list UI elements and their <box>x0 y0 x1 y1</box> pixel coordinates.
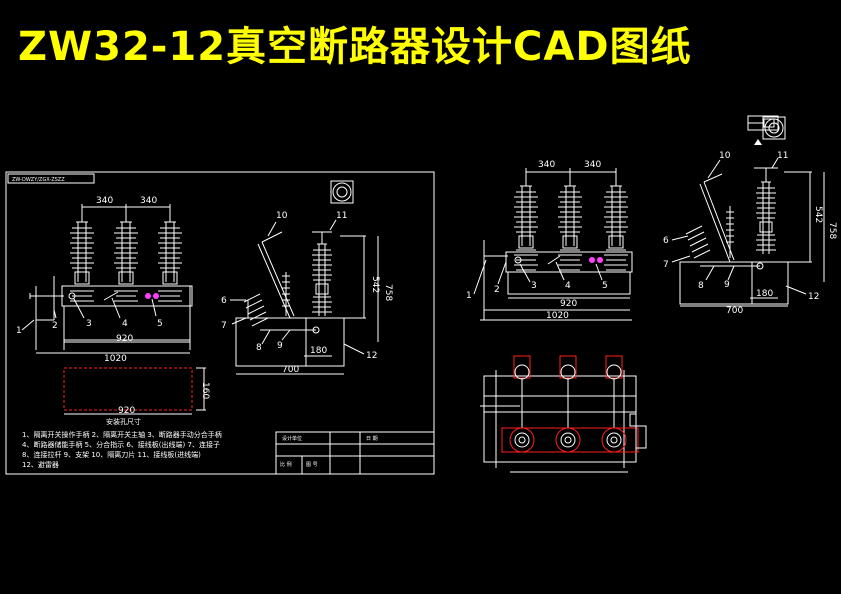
left-callout-3: 3 <box>86 319 92 329</box>
left-callout-10: 10 <box>276 211 288 221</box>
left-callout-12: 12 <box>366 351 377 361</box>
left-dim-1020: 1020 <box>104 354 127 364</box>
left-dim-180: 180 <box>310 346 327 356</box>
right-dim-180: 180 <box>756 289 773 299</box>
left-sheet: ZW-DWZY/ZGX-ZSZZ <box>5 171 435 475</box>
right-dim-700: 700 <box>726 306 743 316</box>
legend-line: 1、隔离开关操作手柄 2、隔离开关主轴 3、断路器手动分合手柄 <box>22 430 222 439</box>
left-sheet-tag-box <box>7 173 95 184</box>
left-dim-758: 758 <box>383 284 393 301</box>
right-dim-920: 920 <box>560 299 577 309</box>
right-dim-340b: 340 <box>584 160 601 170</box>
right-callout-3: 3 <box>531 281 537 291</box>
left-callout-8: 8 <box>256 343 262 353</box>
left-front-view: 340 340 920 1020 1 2 3 4 5 <box>16 196 193 364</box>
legend-line: 8、连接拉杆 9、支架 10、隔离刀片 11、接线板(进线端) <box>22 450 201 459</box>
right-plan-view <box>480 355 647 473</box>
left-title-block: 设计单位 日 期 比 例 图 号 <box>275 431 435 475</box>
right-callout-6: 6 <box>663 236 669 246</box>
left-dim-340b: 340 <box>140 196 157 206</box>
right-callout-12: 12 <box>808 292 819 302</box>
left-side-view: 542 758 180 700 10 11 6 7 8 9 12 <box>221 180 393 375</box>
right-callout-4: 4 <box>565 281 571 291</box>
right-callout-1: 1 <box>466 291 472 301</box>
hole-dim-920: 920 <box>118 406 135 416</box>
right-callout-7: 7 <box>663 260 669 270</box>
left-sheet-tag: ZW-DWZY/ZGX-ZSZZ <box>12 177 65 183</box>
title-block-cell: 图 号 <box>306 462 318 468</box>
drawing-title: ZW32-12真空断路器设计CAD图纸 <box>18 24 692 70</box>
left-callout-7: 7 <box>221 321 227 331</box>
title-block-cell: 日 期 <box>366 436 378 442</box>
right-front-view: 340 340 920 1020 1 2 3 4 5 <box>466 160 633 321</box>
legend-line: 12、避雷器 <box>22 460 59 469</box>
left-callout-2: 2 <box>52 321 58 331</box>
right-dim-758: 758 <box>827 222 837 239</box>
left-callout-5: 5 <box>157 319 163 329</box>
hole-dim-160: 160 <box>200 382 210 399</box>
left-callout-11: 11 <box>336 211 347 221</box>
plan-pole <box>509 355 535 453</box>
left-dim-340a: 340 <box>96 196 113 206</box>
right-callout-2: 2 <box>494 285 500 295</box>
left-callout-6: 6 <box>221 296 227 306</box>
hole-caption: 安装孔尺寸 <box>106 417 141 426</box>
right-dim-542: 542 <box>813 206 823 223</box>
left-sheet-border <box>5 171 435 475</box>
left-callout-1: 1 <box>16 326 22 336</box>
right-callout-11: 11 <box>777 151 788 161</box>
right-callout-9: 9 <box>724 280 730 290</box>
title-block-cell: 设计单位 <box>282 435 302 442</box>
left-callout-9: 9 <box>277 341 283 351</box>
right-dim-1020: 1020 <box>546 311 569 321</box>
left-mounting-holes: 160 920 安装孔尺寸 <box>63 367 210 426</box>
right-sheet: 340 340 920 1020 1 2 3 4 5 <box>466 115 837 473</box>
right-callout-5: 5 <box>602 281 608 291</box>
plan-pole <box>601 355 627 453</box>
title-block-cell: 比 例 <box>280 461 292 468</box>
right-dim-340a: 340 <box>538 160 555 170</box>
left-callout-4: 4 <box>122 319 128 329</box>
right-callout-8: 8 <box>698 281 704 291</box>
legend-line: 4、断路器储能手柄 5、分合指示 6、接线板(出线端) 7、连接子 <box>22 440 220 449</box>
left-legend: 1、隔离开关操作手柄 2、隔离开关主轴 3、断路器手动分合手柄 4、断路器储能手… <box>22 430 222 469</box>
left-dim-700: 700 <box>282 365 299 375</box>
left-dim-542: 542 <box>370 276 380 293</box>
right-callout-10: 10 <box>719 151 731 161</box>
right-side-view: 542 758 180 700 10 11 6 7 8 9 12 <box>663 115 837 316</box>
left-dim-920: 920 <box>116 334 133 344</box>
plan-pole <box>555 355 581 453</box>
